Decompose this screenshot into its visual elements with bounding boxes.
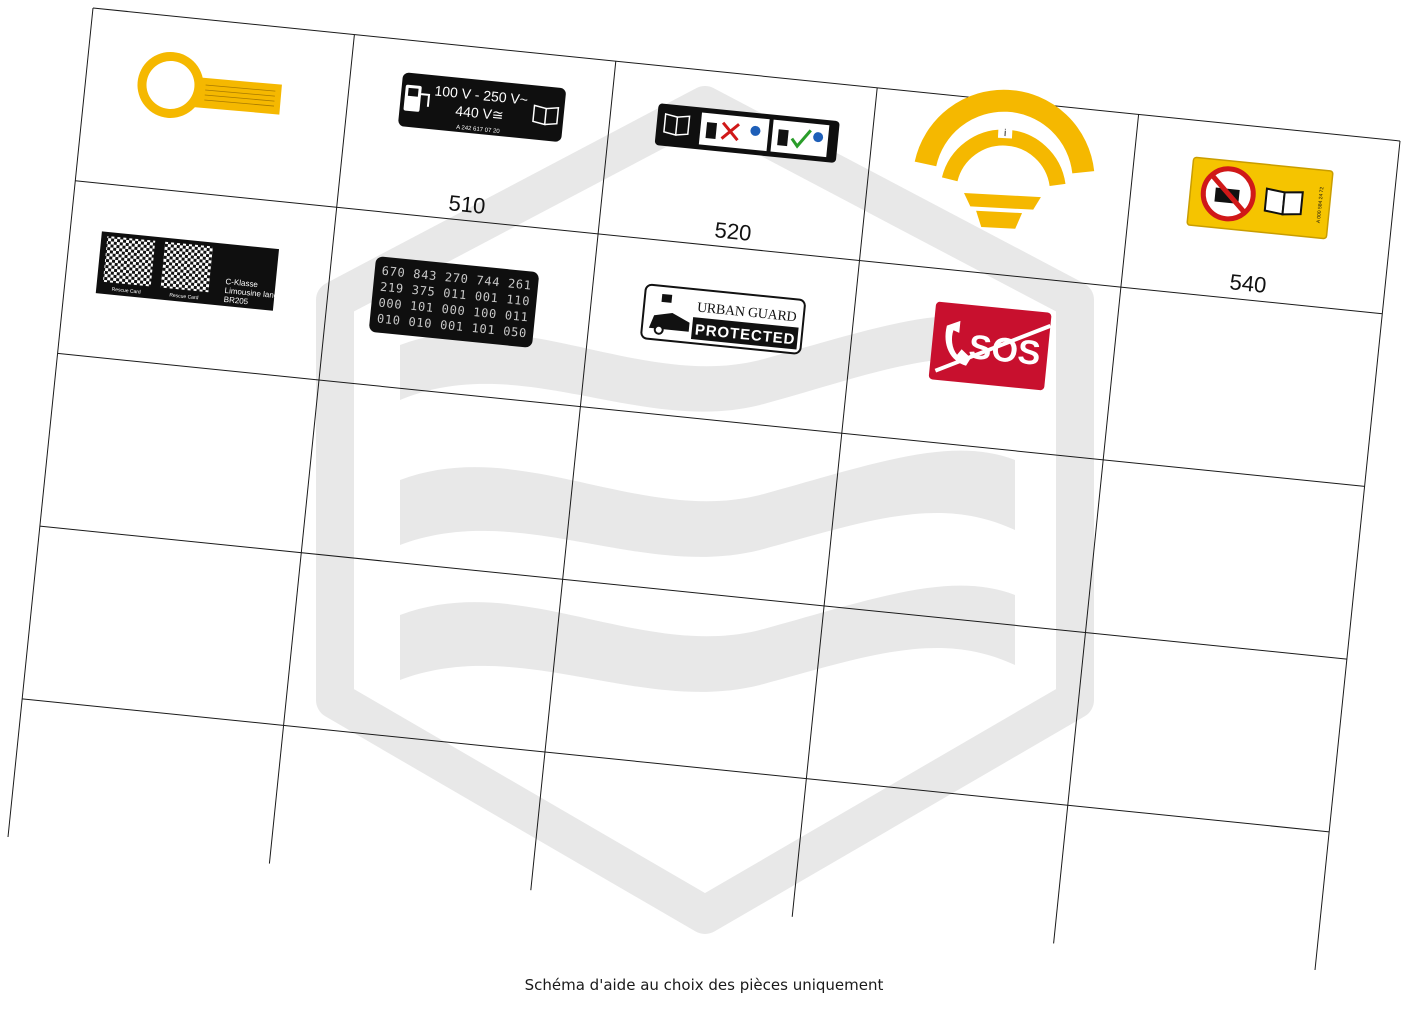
paint-code-plate[interactable]: 670 843 270 744 261 219 375 011 001 110 …: [369, 256, 540, 348]
rescue-card-caption: Rescue Card: [111, 287, 141, 296]
sos-label[interactable]: SOS: [928, 301, 1052, 391]
charging-voltage-label[interactable]: 100 V - 250 V~ 440 V≅ A 242 617 07 20: [398, 72, 567, 142]
caption: Schéma d'aide au choix des pièces unique…: [525, 976, 884, 994]
grid-row-line: [57, 352, 1365, 487]
watermark-logo: [316, 86, 1094, 934]
book-info-icon: [663, 112, 691, 136]
book-info-icon: [532, 104, 560, 126]
model-line-1: C-Klasse: [225, 277, 259, 289]
grid-column-line: [268, 34, 355, 864]
no-fire-battery-icon: [1200, 166, 1256, 222]
grid-column-line: [1314, 140, 1401, 971]
battery-warning-label[interactable]: A 000 584 24 72: [1186, 156, 1334, 240]
grid-column-line: [7, 7, 94, 838]
grid-column-line: [530, 61, 617, 891]
watermark-waves: [400, 315, 1015, 692]
info-icon: i: [997, 125, 1013, 139]
voltage-line-2: 440 V≅: [455, 103, 505, 124]
rescue-card-sticker[interactable]: Rescue Card Rescue Card C-Klasse Limousi…: [95, 231, 283, 311]
grid-row-line: [22, 698, 1330, 833]
fuel-pump-check-icon: [777, 129, 824, 149]
phone-icon: [945, 320, 971, 366]
refuel-adblue-label[interactable]: [654, 103, 840, 163]
qr-code-icon: [102, 236, 156, 287]
fuel-cap-ring-tag[interactable]: [135, 49, 284, 127]
charging-plug-icon: [403, 84, 431, 112]
part-number-540: 540: [1229, 269, 1268, 298]
car-camera-icon: [648, 293, 690, 335]
fuel-pump-icon: [705, 121, 761, 142]
urban-guard-label[interactable]: URBAN GUARD PROTECTED: [640, 283, 806, 355]
coolant-warning-arc-label[interactable]: i: [914, 89, 1095, 232]
rescue-card-caption-2: Rescue Card: [169, 292, 199, 301]
grid-row-line: [75, 180, 1383, 315]
part-code: A 242 617 07 20: [456, 125, 501, 135]
grid-row-line: [39, 525, 1347, 660]
model-line-3: BR205: [223, 295, 249, 306]
grid-column-line: [791, 87, 878, 917]
part-number-510: 510: [448, 190, 487, 219]
grid-row-line: [92, 7, 1401, 142]
parts-grid: [7, 7, 1401, 971]
grid-column-line: [1053, 114, 1140, 944]
svg-text:i: i: [1004, 128, 1007, 139]
part-number-520: 520: [714, 217, 753, 246]
book-info-icon: [1263, 187, 1304, 216]
part-code: A 000 584 24 72: [1316, 186, 1326, 223]
qr-code-icon: [160, 241, 213, 293]
